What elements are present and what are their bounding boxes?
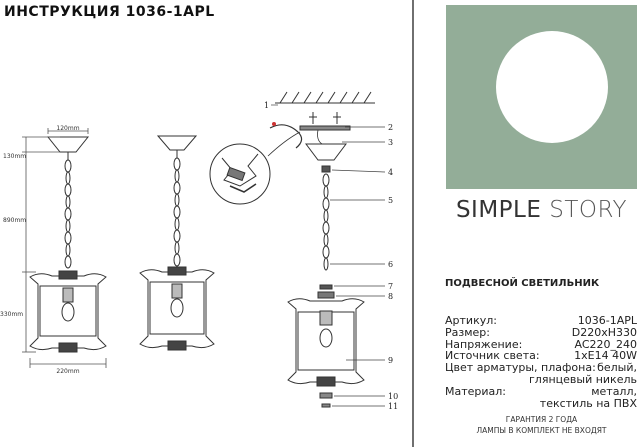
spec-label: Цвет арматуры, плафона: [445,361,596,375]
spec-value: белый, [597,361,637,375]
spec-row-material: Материал: металл, [445,384,637,398]
spec-label: Размер: [445,325,490,339]
callout-6: 6 [388,260,393,269]
logo-disc [496,31,608,143]
lantern-body [287,298,365,387]
warranty-note: ГАРАНТИЯ 2 ГОДА [505,415,578,424]
spec-value: металл, [591,384,637,398]
supply-wires [269,124,303,149]
callout-8: 8 [388,292,393,301]
callout-9: 9 [388,356,393,365]
footer-notes: ГАРАНТИЯ 2 ГОДА ЛАМПЫ В КОМПЛЕКТ НЕ ВХОД… [446,415,637,436]
lantern-body [139,266,215,351]
spec-row-color: Цвет арматуры, плафона: белый, [445,362,637,374]
chain [64,159,72,269]
mounting-screws [299,112,351,131]
dimension-chain-length: 890mm [3,217,26,224]
callout-10: 10 [388,392,398,401]
spec-label: Материал: [445,384,507,398]
spec-value-continued: глянцевый никель [529,372,637,386]
dimensioned-lamp-figure [22,128,107,368]
dimension-canopy-width: 120mm [56,125,79,132]
spec-value: AC220_240 [574,337,637,351]
callout-11: 11 [388,402,398,411]
spec-value: 1036-1APL [577,314,637,327]
spec-value: D220xH330 [571,325,637,339]
lantern-body [29,270,107,353]
canopy [305,143,347,161]
brand-name: SIMPLE STORY [446,197,637,223]
callout-leaders [271,104,386,407]
dimension-canopy-height: 130mm [3,153,26,160]
callout-5: 5 [388,196,393,205]
spec-label: Артикул: [445,314,497,327]
terminal-block [221,153,259,187]
callout-7: 7 [388,282,393,291]
exploded-assembly-figure [275,91,375,408]
canopy [156,135,198,151]
chain [322,173,330,271]
spec-value: 1xE14 40W [574,349,637,363]
spec-row-article: Артикул: 1036-1APL [445,315,637,327]
spec-row-light-source: Источник света: 1xE14 40W [445,350,637,362]
spec-list: Артикул: 1036-1APL Размер: D220xH330 Нап… [445,315,637,409]
callout-4: 4 [388,168,393,177]
canopy [46,136,90,153]
spec-row-size: Размер: D220xH330 [445,325,637,339]
callout-2: 2 [388,123,393,132]
page-title: ИНСТРУКЦИЯ 1036-1APL [4,4,215,20]
brand-name-word-1: SIMPLE [455,197,542,223]
chain [173,157,181,267]
spec-value-continued: текстиль на ПВХ [539,396,637,410]
product-type: ПОДВЕСНОЙ СВЕТИЛЬНИК [445,278,600,289]
spec-label: Источник света: [445,349,540,363]
dimension-shade-height: 330mm [0,311,23,318]
brand-logo [446,5,637,189]
dimension-lines [22,128,107,368]
wiring-detail-circle [209,143,271,205]
ceiling [275,91,375,104]
lamp-front-figure [139,135,215,351]
canopy-nut [321,165,331,173]
wiring-detail-figure [209,122,303,205]
spec-row-voltage: Напряжение: AC220_240 [445,337,637,351]
callout-3: 3 [388,138,393,147]
spec-label: Напряжение: [445,337,523,351]
callout-1: 1 [264,101,269,110]
brand-name-word-2: STORY [549,197,628,223]
lamps-not-included-note: ЛАМПЫ В КОМПЛЕКТ НЕ ВХОДЯТ [476,425,607,435]
dimension-shade-width: 220mm [56,368,79,375]
